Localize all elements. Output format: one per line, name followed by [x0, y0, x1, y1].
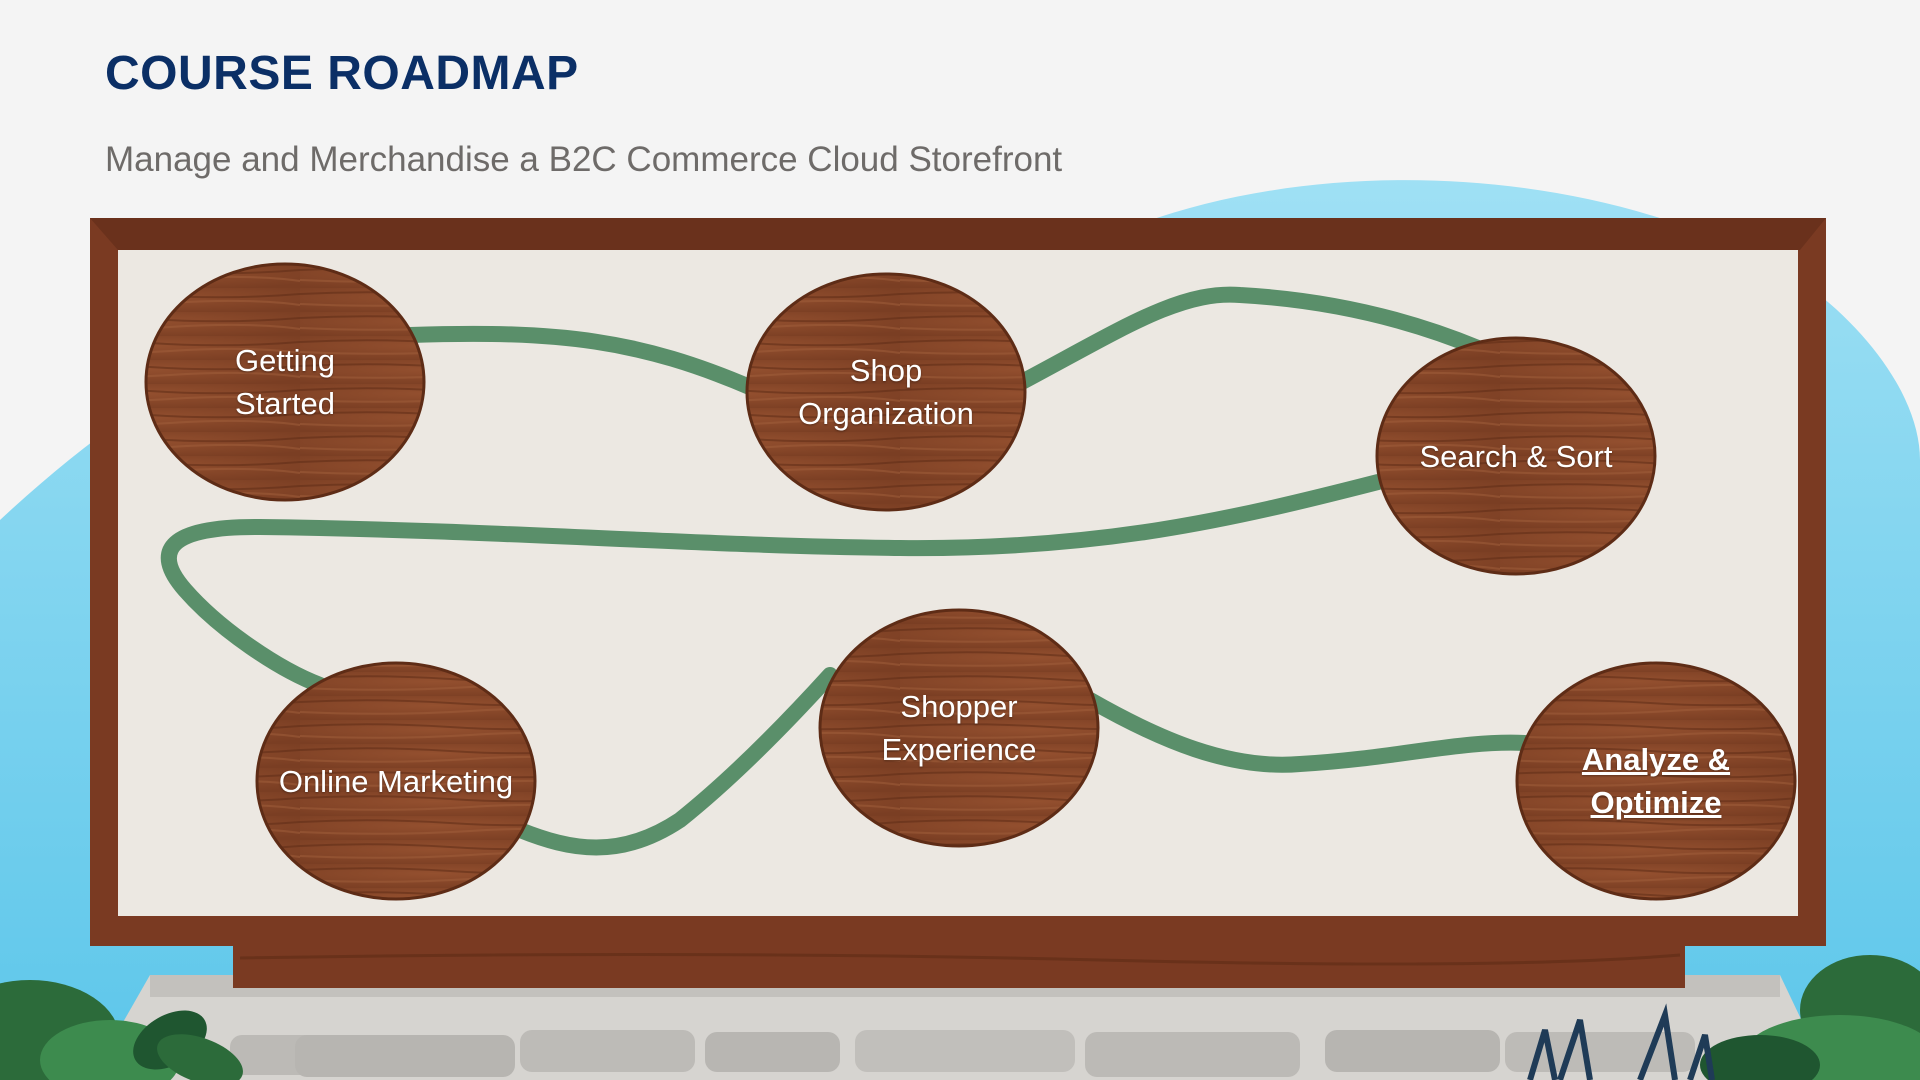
step-disc-search-sort [1375, 336, 1657, 576]
stone-base [90, 975, 1830, 1080]
step-label: Online Marketing [278, 763, 514, 799]
page-title: COURSE ROADMAP [105, 47, 579, 100]
step-disc-getting-started [144, 262, 426, 502]
step-label: Analyze & Optimize [1581, 742, 1731, 820]
step-disc-shop-organization [745, 272, 1027, 512]
roadmap-step-shop-organization[interactable]: Shop Organization [747, 274, 1025, 510]
step-label: Getting Started [235, 343, 335, 421]
roadmap-step-analyze-optimize[interactable]: Analyze & Optimize [1517, 663, 1795, 899]
step-disc-analyze-optimize [1515, 661, 1797, 901]
left-foliage [0, 980, 243, 1080]
roadmap-step-shopper-experience[interactable]: Shopper Experience [820, 610, 1098, 846]
step-disc-online-marketing [255, 661, 537, 901]
page-subtitle: Manage and Merchandise a B2C Commerce Cl… [105, 140, 1063, 179]
step-label: Shopper Experience [881, 689, 1037, 767]
right-foliage [1527, 955, 1920, 1080]
roadmap-step-search-sort[interactable]: Search & Sort [1377, 338, 1655, 574]
sign-post-plank [233, 940, 1685, 988]
step-label: Shop Organization [798, 353, 974, 431]
step-disc-shopper-experience [818, 608, 1100, 848]
roadmap-path [160, 286, 1533, 856]
step-label: Search & Sort [1419, 438, 1613, 474]
roadmap-step-getting-started[interactable]: Getting Started [146, 264, 424, 500]
roadmap-step-online-marketing[interactable]: Online Marketing [257, 663, 535, 899]
